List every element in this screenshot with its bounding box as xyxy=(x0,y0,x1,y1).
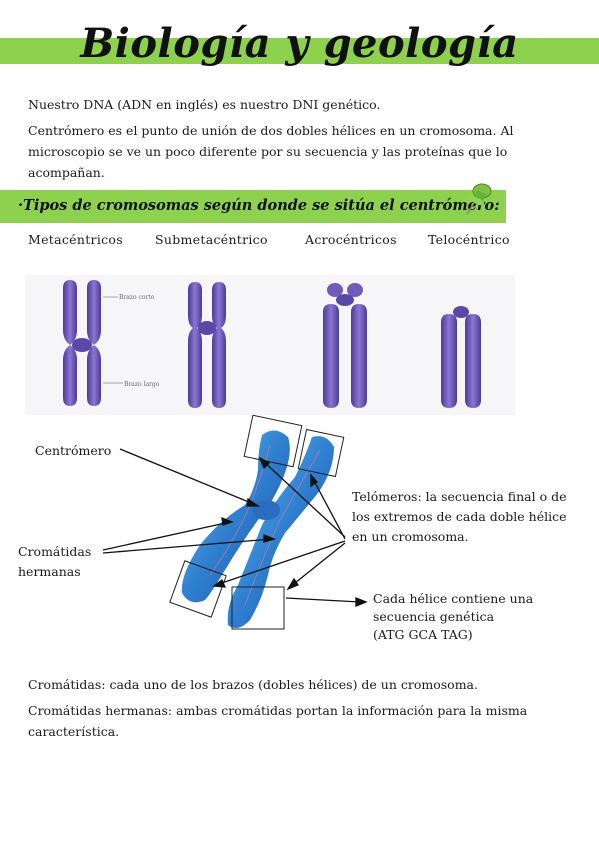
section-heading-band xyxy=(0,190,506,223)
submetacentric-chromosome xyxy=(188,282,226,408)
label-centromero: Centrómero xyxy=(35,443,111,458)
label-helice-1: Cada hélice contiene una xyxy=(373,591,534,606)
definition-cromatidas-hermanas: Cromátidas hermanas: ambas cromátidas po… xyxy=(28,703,528,739)
label-telomeros-1: Telómeros: la secuencia final o de xyxy=(352,489,567,504)
type-submetacentric: Submetacéntrico xyxy=(155,232,268,247)
label-telomeros-3: en un cromosoma. xyxy=(352,529,469,544)
intro-dna: Nuestro DNA (ADN en inglés) es nuestro D… xyxy=(28,97,381,112)
blue-chromosome xyxy=(181,430,334,629)
section-heading: ·Tipos de cromosomas según donde se sitú… xyxy=(18,197,500,214)
acrocentric-chromosome xyxy=(323,283,367,408)
telocentric-chromosome xyxy=(441,306,481,408)
label-cromatidas: Cromátidas xyxy=(18,544,91,559)
telomere-box-top-right xyxy=(297,428,345,478)
telomere-box-bottom-right xyxy=(231,586,285,630)
type-acrocentric: Acrocéntricos xyxy=(305,232,397,247)
type-telocentric: Telocéntrico xyxy=(428,232,510,247)
page-title: Biología y geología xyxy=(80,20,519,67)
label-telomeros-2: los extremos de cada doble hélice xyxy=(352,509,567,524)
label-helice-2: secuencia genética xyxy=(373,609,495,624)
telomere-box-bottom-left xyxy=(169,560,227,618)
telomere-box-top-left xyxy=(243,415,303,468)
title-band xyxy=(0,38,599,64)
short-arm-label: Brazo corto xyxy=(119,294,155,301)
long-arm-label: Brazo largo xyxy=(124,381,160,388)
label-helice-3: (ATG GCA TAG) xyxy=(373,627,473,642)
definition-cromatidas: Cromátidas: cada uno de los brazos (dobl… xyxy=(28,677,478,692)
chromosome-types-figure: Brazo corto Brazo largo xyxy=(25,275,515,415)
intro-centromero: Centrómero es el punto de unión de dos d… xyxy=(28,123,514,180)
type-metacentric: Metacéntricos xyxy=(28,232,123,247)
chromosome-diagram: Centrómero Cromátidas hermanas Telómeros… xyxy=(18,415,567,642)
pushpin-icon xyxy=(466,183,492,215)
metacentric-chromosome: Brazo corto Brazo largo xyxy=(63,280,160,406)
label-hermanas: hermanas xyxy=(18,564,81,579)
